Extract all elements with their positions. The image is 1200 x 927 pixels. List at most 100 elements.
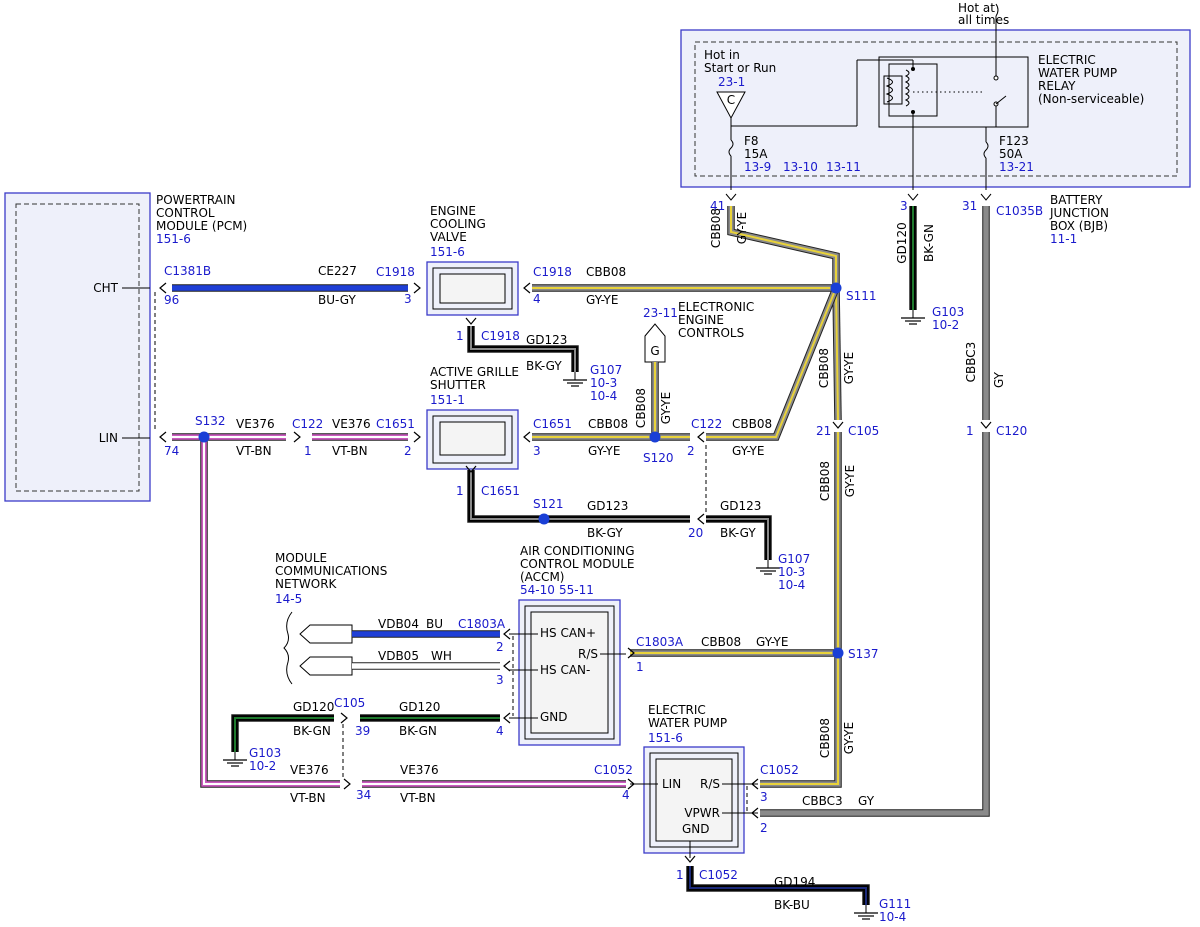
gd123-agss-circuit: GD123 bbox=[587, 499, 628, 513]
cbb08-c122-color: GY-YE bbox=[732, 444, 764, 458]
ewp-gnd-connector: C1052 bbox=[699, 868, 738, 882]
connector-arrow bbox=[627, 647, 635, 659]
wire-gd120-b bbox=[231, 714, 334, 752]
gd194-circuit: GD194 bbox=[774, 875, 815, 889]
connector-arrow bbox=[523, 282, 531, 294]
ewp-pin-vpwr: VPWR bbox=[684, 806, 720, 820]
cbb08-accm-circuit: CBB08 bbox=[701, 635, 741, 649]
battery-junction-box: C bbox=[680, 3, 1191, 190]
pcm-title-2: CONTROL bbox=[156, 206, 215, 220]
hot-in-symbol: C bbox=[727, 93, 735, 107]
ground-icon bbox=[901, 310, 925, 325]
ground-icon bbox=[756, 560, 780, 575]
g107-b-ref-2: 10-4 bbox=[778, 578, 805, 592]
bjb-pin-41: 41 bbox=[710, 199, 725, 213]
connector-arrow bbox=[413, 282, 421, 294]
splices bbox=[198, 282, 844, 659]
agss-right-pin: 3 bbox=[533, 444, 541, 458]
accm-pin-hscanm: HS CAN- bbox=[540, 663, 590, 677]
gd120-b-circuit: GD120 bbox=[399, 700, 440, 714]
fuse-f123-rating: 50A bbox=[999, 147, 1023, 161]
cbb08-c105-circuit: CBB08 bbox=[818, 461, 832, 501]
fuse-f8-ref-2: 13-10 bbox=[783, 160, 818, 174]
mcn-connector-1 bbox=[299, 624, 353, 644]
cbb08-ewp-circuit: CBB08 bbox=[818, 718, 832, 758]
ce227-color: BU-GY bbox=[318, 293, 356, 307]
connector-arrow bbox=[751, 807, 759, 819]
bjb-title-3: BOX (BJB) bbox=[1050, 219, 1108, 233]
accm-ref-2: 55-11 bbox=[559, 583, 594, 597]
ground-symbols bbox=[223, 310, 925, 920]
connector-arrow bbox=[697, 431, 705, 443]
vdb04-circuit: VDB04 bbox=[378, 617, 419, 631]
mcn-title-3: NETWORK bbox=[275, 577, 338, 591]
c120-name: C120 bbox=[996, 424, 1027, 438]
pcm-module bbox=[4, 192, 151, 502]
hot-in-line2: Start or Run bbox=[704, 61, 776, 75]
wire-ve376-c bbox=[200, 437, 340, 788]
ewp-ref: 151-6 bbox=[648, 731, 683, 745]
pcm-title-1: POWERTRAIN bbox=[156, 193, 236, 207]
mcn-title-1: MODULE bbox=[275, 551, 327, 565]
ewp-left-connector: C1052 bbox=[594, 763, 633, 777]
connector-arrow bbox=[465, 465, 477, 473]
fuse-f8-ref-3: 13-11 bbox=[826, 160, 861, 174]
ce227-circuit: CE227 bbox=[318, 264, 357, 278]
wire-cbbc3-ewp bbox=[760, 432, 990, 817]
c122-a-name: C122 bbox=[292, 417, 323, 431]
agss-right-connector: C1651 bbox=[533, 417, 572, 431]
agss-left-pin: 2 bbox=[404, 444, 412, 458]
pcm-pin-74: 74 bbox=[164, 444, 179, 458]
splice-s121-label: S121 bbox=[533, 497, 564, 511]
c122-gnd-pin: 20 bbox=[688, 526, 703, 540]
active-grille-shutter bbox=[426, 409, 519, 470]
relay-label-2: WATER PUMP bbox=[1038, 66, 1117, 80]
c105-top-name: C105 bbox=[848, 424, 879, 438]
accm-rs-connector: C1803A bbox=[636, 635, 684, 649]
accm-title-1: AIR CONDITIONING bbox=[520, 544, 635, 558]
cbb08-c105-color: GY-YE bbox=[843, 465, 857, 497]
eec-connector-shape bbox=[644, 323, 666, 363]
cbb08-s111-color: GY-YE bbox=[842, 352, 856, 384]
accm-connector: C1803A bbox=[458, 617, 506, 631]
pcm-ref: 151-6 bbox=[156, 232, 191, 246]
gd120-a-circuit: GD120 bbox=[293, 700, 334, 714]
splice-s132-label: S132 bbox=[195, 414, 226, 428]
splice-s120 bbox=[649, 431, 661, 443]
g103-low-name: G103 bbox=[249, 746, 281, 760]
fuse-f8-rating: 15A bbox=[744, 147, 768, 161]
hot-in-ref: 23-1 bbox=[718, 75, 745, 89]
ewp-pin-2: 2 bbox=[760, 821, 768, 835]
bjb-title-ref: 11-1 bbox=[1050, 232, 1077, 246]
ecv-gnd-pin: 1 bbox=[456, 329, 464, 343]
connector-arrow bbox=[340, 712, 348, 724]
wire-cbb08-s111-c105 bbox=[832, 287, 842, 421]
c105-top-pin: 21 bbox=[816, 424, 831, 438]
cbb08-eec-circuit: CBB08 bbox=[634, 388, 648, 428]
cbb08-c122-circuit: CBB08 bbox=[732, 417, 772, 431]
cbb08-bjb-color: GY-YE bbox=[735, 212, 749, 244]
g103-low-ref: 10-2 bbox=[249, 759, 276, 773]
accm-pin-2: 2 bbox=[496, 640, 504, 654]
bjb-title-2: JUNCTION bbox=[1049, 206, 1109, 220]
gd120-a-color: BK-GN bbox=[293, 724, 331, 738]
mcn-title-2: COMMUNICATIONS bbox=[275, 564, 387, 578]
eec-ref: 23-11 bbox=[643, 306, 678, 320]
ewp-pin-rs: R/S bbox=[700, 777, 720, 791]
vdb05-circuit: VDB05 bbox=[378, 649, 419, 663]
g107-b-name: G107 bbox=[778, 552, 810, 566]
mcn-ref: 14-5 bbox=[275, 592, 302, 606]
hot-at-all-times-line1: Hot at bbox=[958, 1, 995, 15]
bjb-pin-31: 31 bbox=[962, 199, 977, 213]
ve376-b-circuit: VE376 bbox=[332, 417, 371, 431]
cbb08-bjb-circuit: CBB08 bbox=[709, 208, 723, 248]
cbb08-agss-color: GY-YE bbox=[588, 444, 620, 458]
accm-pin-4: 4 bbox=[496, 724, 504, 738]
agss-ref: 151-1 bbox=[430, 393, 465, 407]
ecv-left-pin: 3 bbox=[404, 292, 412, 306]
pcm-pin-lin: LIN bbox=[99, 431, 118, 445]
gd123-ecv-circuit: GD123 bbox=[526, 333, 567, 347]
c122-b-name: C122 bbox=[691, 417, 722, 431]
gd120-bjb-color: BK-GN bbox=[922, 224, 936, 262]
cbb08-s111-circuit: CBB08 bbox=[817, 348, 831, 388]
